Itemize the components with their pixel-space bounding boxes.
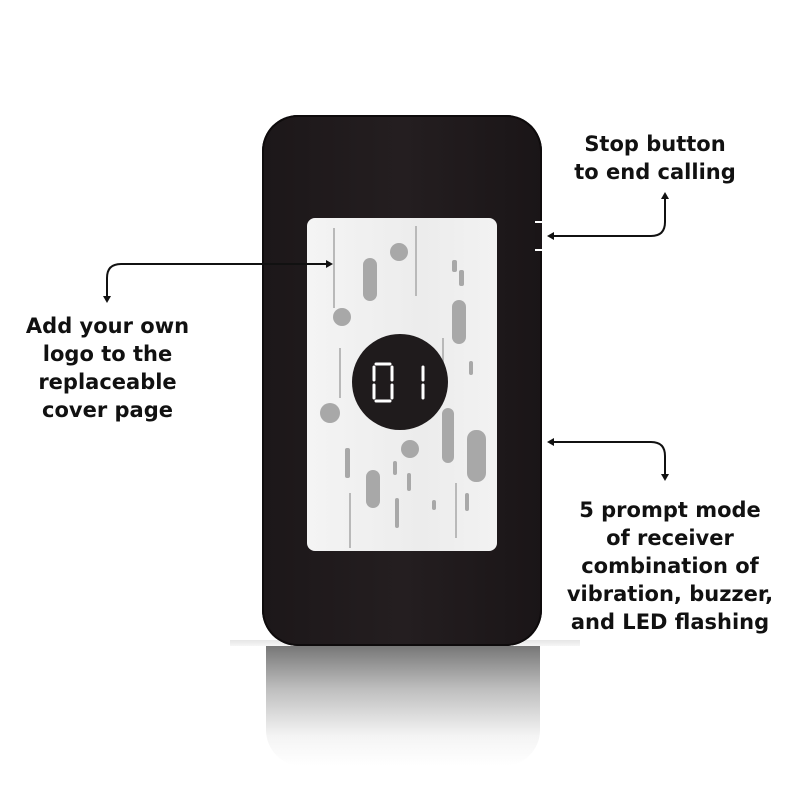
arrow-left-icon — [547, 232, 554, 240]
annotation-logo-cover: Add your own logo to the replaceable cov… — [25, 314, 190, 422]
decor-pill — [467, 430, 486, 482]
annotation-prompt-mode: 5 prompt mode of receiver combination of… — [566, 498, 774, 634]
decor-line — [333, 228, 335, 308]
decor-pill — [395, 498, 399, 528]
decor-pill — [452, 260, 457, 272]
decor-pill — [459, 270, 464, 286]
arrow-prompt-line — [550, 441, 666, 478]
decor-pill — [407, 473, 411, 491]
decor-dot — [390, 243, 408, 261]
decor-line — [455, 483, 457, 538]
arrow-stop-line — [550, 195, 666, 237]
decor-line — [339, 348, 341, 398]
decor-dot — [401, 440, 419, 458]
decor-pill — [465, 493, 469, 511]
arrow-down-icon — [103, 296, 111, 303]
decor-pill — [345, 448, 350, 478]
decor-pill — [366, 470, 380, 508]
decor-pill — [452, 300, 466, 344]
arrow-down-icon — [661, 474, 669, 481]
stop-button[interactable] — [535, 221, 542, 251]
arrow-left-icon — [547, 438, 554, 446]
decor-pill — [363, 258, 377, 301]
device-reflection — [266, 646, 540, 766]
arrow-right-icon — [326, 260, 333, 268]
decor-pill — [432, 500, 436, 510]
decor-pill — [469, 361, 473, 375]
seven-segment-digits: 01 — [372, 362, 425, 403]
decor-dot — [333, 308, 351, 326]
decor-pill — [442, 408, 454, 463]
arrow-up-icon — [661, 192, 669, 199]
arrow-logo-line — [106, 263, 330, 300]
annotation-stop-button: Stop button to end calling — [574, 132, 736, 184]
decor-dot — [320, 403, 340, 423]
decor-line — [415, 226, 417, 296]
decor-line — [349, 493, 351, 548]
decor-pill — [393, 461, 397, 475]
number-display — [352, 334, 448, 430]
